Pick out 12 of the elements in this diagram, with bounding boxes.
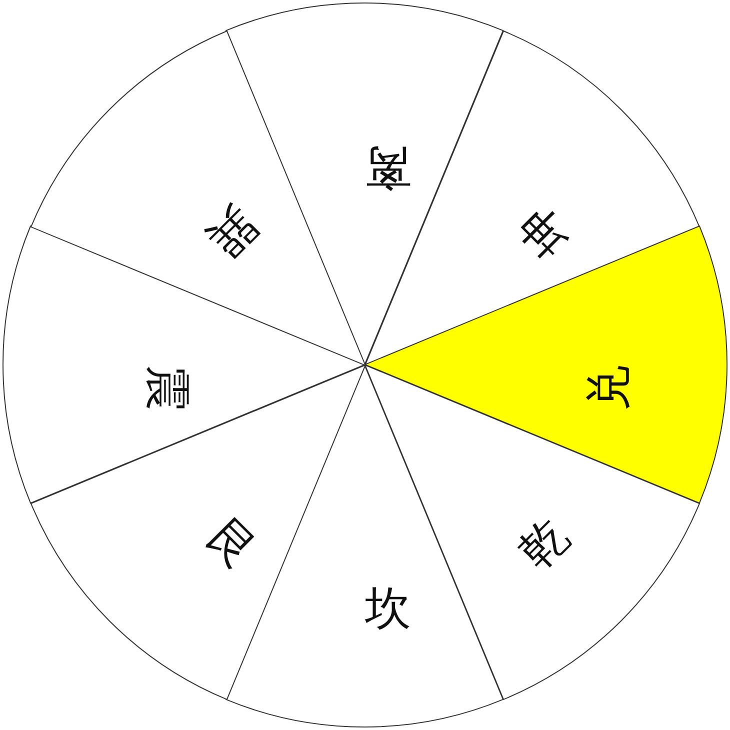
trigram-character: 震	[144, 364, 190, 411]
trigram-character: 坎	[364, 586, 411, 632]
trigram-character: 巽	[199, 199, 264, 264]
trigram-character: 离	[364, 144, 411, 190]
wheel-sector	[30, 30, 365, 365]
trigram-character: 乾	[512, 512, 577, 577]
trigram-character: 艮	[199, 512, 264, 577]
wheel-sector	[365, 30, 700, 365]
wheel-sector	[30, 365, 365, 700]
wheel-sector	[365, 365, 700, 700]
trigram-character: 兑	[586, 364, 632, 411]
trigram-character: 坤	[512, 199, 577, 264]
